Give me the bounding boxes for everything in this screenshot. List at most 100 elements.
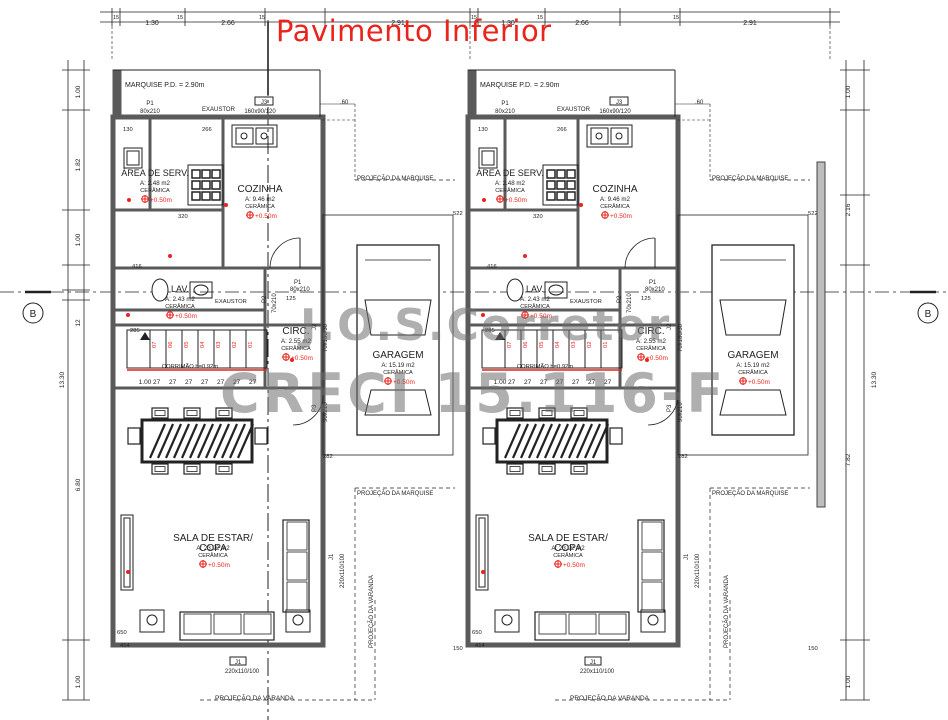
room-name: COZINHA bbox=[593, 184, 638, 195]
dining-table-icon bbox=[482, 407, 623, 475]
door-swing-p3 bbox=[647, 394, 679, 426]
dim-small-mark: 414 bbox=[475, 643, 485, 649]
window-j2-code: J2 bbox=[312, 323, 318, 330]
chair-icon bbox=[151, 463, 169, 475]
section-marker-icon bbox=[22, 302, 44, 324]
door-p1-code: P1 bbox=[501, 101, 509, 107]
room-finish: CERÂMICA bbox=[281, 345, 311, 352]
chair-icon-seat bbox=[154, 466, 166, 472]
room-level: +0.50m bbox=[384, 377, 415, 386]
room-area: A: 2.43 m2 bbox=[520, 296, 550, 303]
table-hatch bbox=[188, 423, 207, 459]
stair-riser-dim: 27 bbox=[540, 379, 548, 386]
table-hatch bbox=[196, 423, 215, 459]
room-area: A: 2.48 m2 bbox=[140, 180, 170, 187]
table-hatch bbox=[591, 423, 610, 459]
red-point-icon bbox=[579, 203, 583, 207]
garage-outline bbox=[677, 214, 809, 456]
level-text: +0.50m bbox=[291, 355, 313, 362]
door-p3-code: P3 bbox=[312, 404, 318, 412]
table-hatch bbox=[575, 423, 594, 459]
sofa-bottom bbox=[179, 611, 275, 641]
table-hatch bbox=[180, 423, 199, 459]
lav-exaustor: EXAUSTOR bbox=[570, 299, 602, 305]
stove-burner-icon bbox=[201, 180, 211, 190]
window-j2-size: 70x180/30 bbox=[678, 323, 684, 352]
room-finish: CERÂMICA bbox=[520, 303, 550, 310]
table-hatch bbox=[220, 423, 239, 459]
window-j1-front-code: J1 bbox=[235, 660, 242, 666]
room-area: A: 15.19 m2 bbox=[381, 362, 415, 369]
red-point-icon bbox=[481, 313, 485, 317]
side-table bbox=[285, 609, 311, 633]
tv-unit bbox=[120, 514, 134, 591]
table-hatch bbox=[543, 423, 562, 459]
chair-icon-end bbox=[127, 427, 141, 445]
chair-icon-seat bbox=[541, 466, 553, 472]
level-text: +0.50m bbox=[175, 313, 197, 320]
stove-burner-icon bbox=[566, 180, 576, 190]
car-rear-window bbox=[719, 389, 787, 416]
chair-icon-seat bbox=[573, 410, 585, 416]
drain-icon bbox=[260, 132, 268, 140]
table-hatch bbox=[511, 423, 530, 459]
window-j1-side-size: 220x110/100 bbox=[695, 553, 701, 588]
sofa-cushion bbox=[641, 551, 663, 581]
left-wing-wall bbox=[112, 69, 122, 118]
stair-step-number: 06 bbox=[523, 342, 529, 348]
window-j1-tag bbox=[229, 656, 247, 666]
room-area: A: 2.55 m2 bbox=[636, 338, 666, 345]
sofa-cushion bbox=[641, 521, 663, 551]
stove-counter bbox=[542, 164, 579, 206]
dim-small-mark: 522 bbox=[453, 211, 463, 217]
tv-unit-inner bbox=[478, 517, 486, 588]
top-dim-small: 15 bbox=[537, 15, 543, 21]
chair-icon bbox=[506, 463, 524, 475]
sofa-cushion bbox=[568, 613, 597, 635]
table-hatch bbox=[172, 423, 191, 459]
room-finish: CERÂMICA bbox=[383, 369, 413, 376]
sofa-right-icon bbox=[637, 519, 665, 613]
chair-icon bbox=[538, 407, 556, 419]
marquise-projection-label-2: PROJEÇÃO DA MARQUISE bbox=[712, 490, 788, 497]
dim-small-mark: 414 bbox=[120, 643, 130, 649]
door-p1-lav-size: 80x210 bbox=[290, 287, 310, 293]
room-level: +0.50m bbox=[601, 211, 632, 220]
level-text: +0.50m bbox=[505, 197, 527, 204]
sink-bowl-1 bbox=[235, 127, 254, 145]
toilet-icon bbox=[151, 278, 169, 302]
right-total-depth: 13.30 bbox=[871, 371, 878, 388]
stove-burner-icon bbox=[191, 180, 201, 190]
boundary-wall bbox=[816, 161, 826, 508]
dim-small-mark: 320 bbox=[533, 214, 543, 220]
lav-exaustor: EXAUSTOR bbox=[215, 299, 247, 305]
red-point-icon bbox=[523, 254, 527, 258]
watermark-creci: CRECI 15.116-F bbox=[220, 362, 727, 425]
chair-icon-end bbox=[482, 427, 496, 445]
car-windshield bbox=[364, 299, 432, 336]
door-p1-lav-size: 80x210 bbox=[645, 287, 665, 293]
dim-small-mark: 266 bbox=[557, 127, 567, 133]
table-hatch bbox=[551, 423, 570, 459]
room-finish: CERÂMICA bbox=[198, 552, 228, 559]
room-level: +0.50m bbox=[246, 211, 277, 220]
chair-icon-seat bbox=[186, 466, 198, 472]
door-p3-size: 90x210 bbox=[678, 402, 684, 422]
top-dim-small: 15 bbox=[177, 15, 183, 21]
stair-riser-dim: 27 bbox=[524, 379, 532, 386]
chair-icon bbox=[570, 463, 588, 475]
sofa-cushion bbox=[598, 613, 627, 635]
window-j2-code: J2 bbox=[667, 323, 673, 330]
car-rear-window bbox=[364, 389, 432, 416]
stove-burner-icon bbox=[211, 191, 221, 201]
room-sala-line2: COPA bbox=[199, 543, 227, 554]
red-point-icon bbox=[224, 203, 228, 207]
top-dim-small: 15 bbox=[259, 15, 265, 21]
table-hatch bbox=[559, 423, 578, 459]
dim-small-mark: 130 bbox=[478, 127, 488, 133]
